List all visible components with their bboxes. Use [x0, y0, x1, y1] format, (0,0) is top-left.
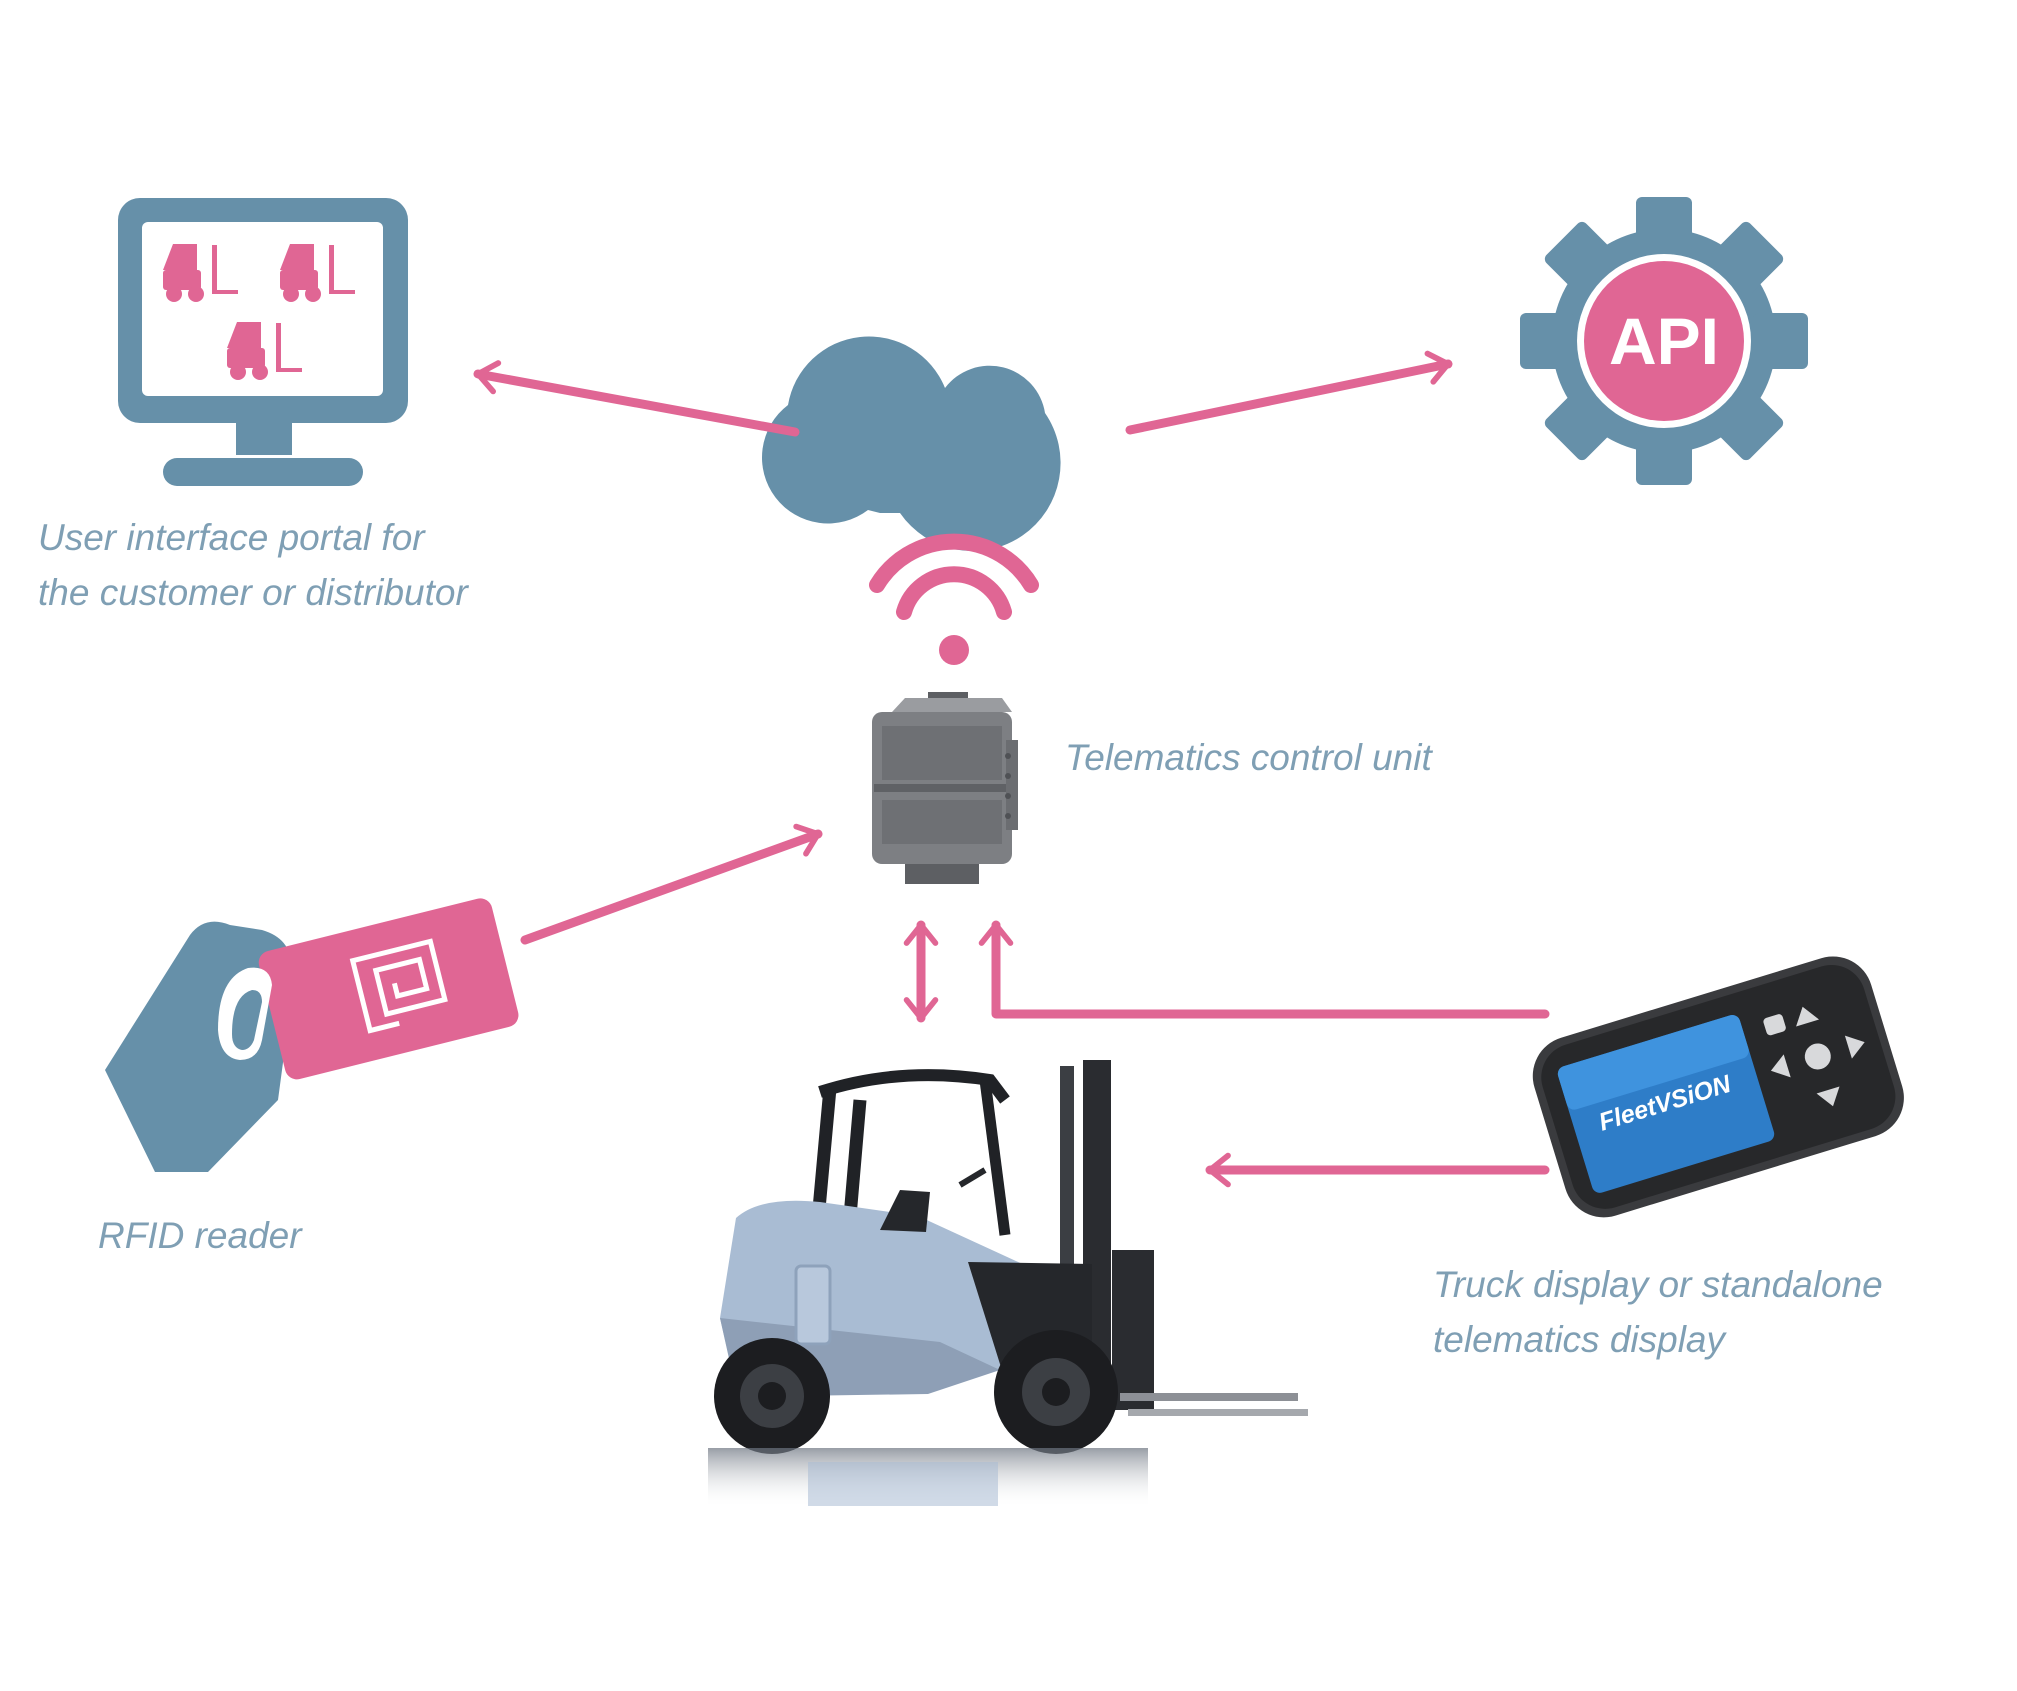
arrow-cloud-to-portal: [478, 374, 795, 432]
handheld-display-icon: FleetVSiON: [1523, 946, 1914, 1227]
portal-label-line2: the customer or distributor: [38, 565, 468, 620]
tcu-label-text: Telematics control unit: [1065, 730, 1432, 785]
arrow-rfid-to-tcu: [525, 834, 818, 940]
monitor-icon: [118, 198, 408, 486]
control-unit-icon: [872, 692, 1018, 884]
gear-icon: API: [1520, 197, 1808, 485]
display-label-line1: Truck display or standalone: [1433, 1257, 1883, 1312]
tcu-label: Telematics control unit: [1065, 730, 1432, 785]
display-label-line2: telematics display: [1433, 1312, 1883, 1367]
portal-label: User interface portal for the customer o…: [38, 510, 468, 620]
cloud-icon: [762, 336, 1061, 551]
arrow-display-to-tcu: [996, 925, 1545, 1014]
arrow-cloud-to-api: [1130, 364, 1448, 430]
rfid-label-text: RFID reader: [98, 1208, 302, 1263]
display-label: Truck display or standalone telematics d…: [1433, 1257, 1883, 1367]
rfid-label: RFID reader: [98, 1208, 302, 1263]
api-badge-text: API: [1609, 304, 1719, 378]
rfid-card-hand-icon: [105, 896, 521, 1172]
forklift-icon: [708, 1060, 1308, 1508]
portal-label-line1: User interface portal for: [38, 510, 468, 565]
wifi-icon: [877, 542, 1031, 665]
